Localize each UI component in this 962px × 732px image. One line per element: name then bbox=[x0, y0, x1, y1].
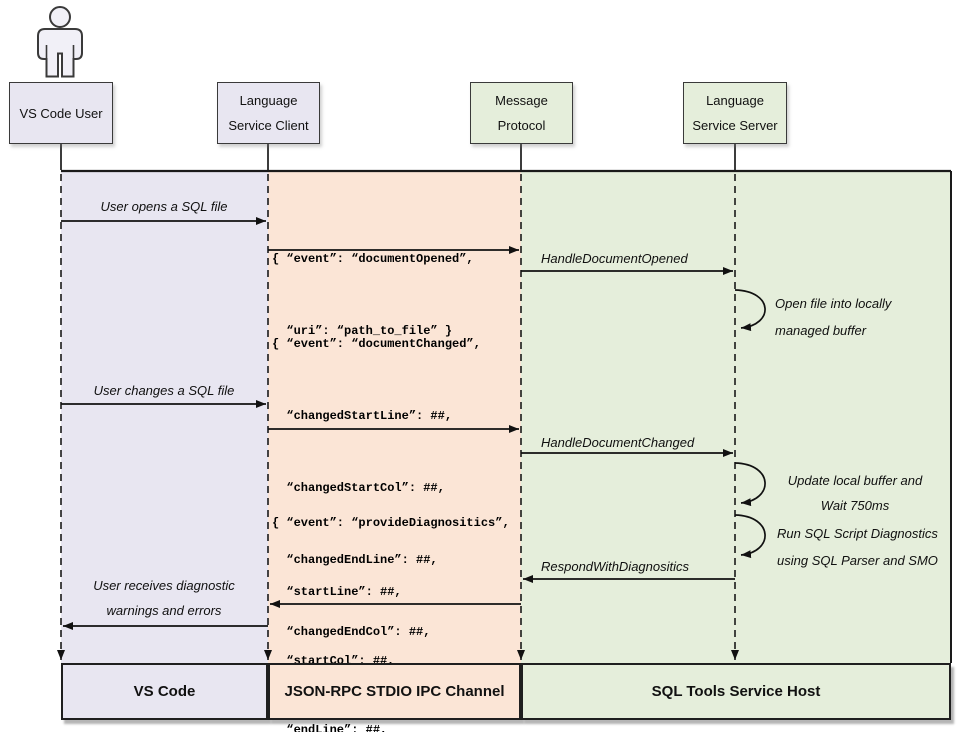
self-loop-update-buffer bbox=[734, 462, 766, 507]
actor-box-language-service-server: Language Service Server bbox=[683, 82, 787, 144]
note-line: Update local buffer and bbox=[787, 473, 923, 488]
lane-service-host bbox=[521, 172, 951, 663]
actor-label: Service Client bbox=[228, 118, 309, 133]
actor-label: VS Code User bbox=[19, 105, 103, 121]
message-label-handle-changed: HandleDocumentChanged bbox=[541, 435, 695, 450]
message-label-line: warnings and errors bbox=[106, 603, 222, 618]
lane-vscode bbox=[61, 172, 268, 663]
note-run-diagnostics: Run SQL Script Diagnostics using SQL Par… bbox=[777, 520, 938, 574]
footer-label: VS Code bbox=[133, 683, 196, 700]
payload-line: “changedEndLine”: ##, bbox=[272, 553, 438, 567]
message-label-user-changes: User changes a SQL file bbox=[93, 383, 235, 398]
payload-line: “startLine”: ##, bbox=[272, 585, 402, 599]
actor-label: Language bbox=[706, 93, 764, 108]
payload-line: “changedStartCol”: ##, bbox=[272, 481, 445, 495]
payload-line: { “event”: “documentChanged”, bbox=[272, 337, 481, 351]
payload-document-opened: { “event”: “documentOpened”, “uri”: “pat… bbox=[272, 199, 474, 391]
actor-box-vscode-user: VS Code User bbox=[9, 82, 113, 144]
self-loop-open-file bbox=[734, 289, 766, 332]
actor-box-language-service-client: Language Service Client bbox=[217, 82, 320, 144]
note-open-file: Open file into locally managed buffer bbox=[775, 290, 891, 344]
actor-label: Language bbox=[239, 93, 298, 108]
note-line: Open file into locally bbox=[775, 296, 892, 311]
lane-ipc-channel bbox=[268, 172, 521, 663]
payload-line: { “event”: “documentOpened”, bbox=[272, 252, 474, 266]
footer-box-vscode: VS Code bbox=[61, 663, 268, 720]
note-line: Run SQL Script Diagnostics bbox=[777, 526, 938, 541]
payload-line: { “event”: “provideDiagnositics”, bbox=[272, 516, 510, 530]
footer-label: JSON-RPC STDIO IPC Channel bbox=[284, 683, 505, 700]
message-label-respond-diag: RespondWithDiagnositics bbox=[541, 559, 690, 574]
note-line: managed buffer bbox=[775, 323, 867, 338]
actor-label: Message bbox=[495, 93, 548, 108]
note-line: using SQL Parser and SMO bbox=[777, 553, 938, 568]
footer-box-sql-tools-host: SQL Tools Service Host bbox=[521, 663, 951, 720]
message-label-line: User receives diagnostic bbox=[93, 578, 235, 593]
actor-label: Service Server bbox=[692, 118, 778, 133]
user-actor-icon bbox=[37, 6, 83, 78]
payload-line: “changedStartLine”: ##, bbox=[272, 409, 453, 423]
payload-line: “endLine”: ##, bbox=[272, 723, 388, 732]
payload-line: “changedEndCol”: ##, bbox=[272, 625, 431, 639]
message-label-handle-opened: HandleDocumentOpened bbox=[541, 251, 688, 266]
footer-box-ipc-channel: JSON-RPC STDIO IPC Channel bbox=[268, 663, 521, 720]
actor-connector-stubs bbox=[60, 144, 736, 170]
message-label-user-opens: User opens a SQL file bbox=[100, 199, 228, 214]
actor-box-message-protocol: Message Protocol bbox=[470, 82, 573, 144]
self-loop-run-diagnostics bbox=[734, 514, 766, 559]
actor-label: Protocol bbox=[497, 118, 546, 133]
footer-label: SQL Tools Service Host bbox=[651, 683, 821, 700]
note-update-buffer: Update local buffer and Wait 750ms bbox=[775, 468, 935, 518]
payload-line: “uri”: “path_to_file” } bbox=[272, 324, 453, 338]
note-line: Wait 750ms bbox=[820, 498, 890, 513]
message-label-user-receives: User receives diagnostic warnings and er… bbox=[59, 573, 269, 623]
